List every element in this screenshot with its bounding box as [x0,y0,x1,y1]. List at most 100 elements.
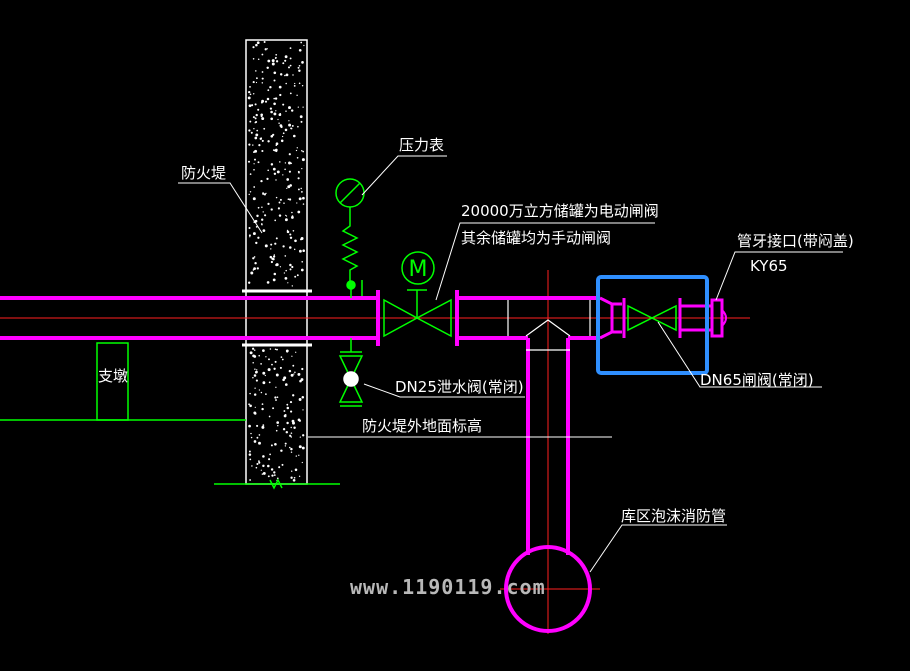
hatch-speck [302,203,305,205]
hatch-speck [269,453,271,456]
hatch-speck [249,191,252,193]
hatch-speck [251,347,255,350]
hatch-speck [278,466,281,469]
hatch-speck [270,260,274,264]
hatch-speck [296,94,298,97]
hatch-speck [252,81,255,84]
hatch-speck [275,399,277,401]
hatch-speck [288,106,291,110]
hatch-speck [274,396,277,399]
hatch-speck [302,249,305,252]
hatch-speck [253,440,257,443]
hatch-speck [248,453,252,456]
hatch-speck [302,409,304,411]
hatch-speck [257,236,260,239]
hatch-speck [265,356,267,358]
hatch-speck [253,163,255,165]
hatch-speck [290,127,292,130]
hatch-speck [274,97,278,100]
hatch-speck [287,198,290,201]
hatch-speck [293,84,296,87]
hatch-speck [261,71,264,73]
hatch-speck [248,193,250,196]
hatch-speck [251,104,254,107]
hatch-speck [280,449,283,452]
hatch-speck [275,386,277,388]
hatch-speck [249,351,253,355]
hatch-speck [301,461,303,464]
hatch-speck [254,117,257,120]
hatch-speck [285,73,289,77]
hatch-speck [279,124,283,127]
hatch-speck [288,153,291,156]
hatch-speck [294,371,296,374]
hatch-speck [273,367,276,370]
hatch-speck [270,163,274,166]
hatch-speck [266,48,268,50]
hatch-speck [272,167,276,171]
hatch-speck [284,55,288,59]
hatch-speck [290,432,293,434]
hatch-speck [249,93,252,96]
hatch-speck [268,415,271,418]
hatch-speck [255,113,258,117]
hatch-speck [262,424,265,426]
hatch-speck [275,429,278,432]
motor-symbol: M [409,257,428,282]
hatch-speck [284,255,287,257]
hatch-speck [301,167,303,170]
hatch-speck [254,158,256,161]
hatch-speck [289,246,292,249]
hatch-speck [256,267,259,270]
hatch-speck [279,266,282,268]
hatch-speck [270,208,273,211]
hatch-speck [291,124,294,127]
hatch-speck [289,57,292,60]
hatch-speck [289,434,292,437]
hatch-speck [258,354,260,357]
hatch-speck [250,131,253,134]
hatch-speck [256,77,258,80]
hatch-speck [284,59,287,62]
hatch-speck [274,219,277,222]
hatch-speck [292,478,296,482]
hatch-speck [293,426,296,430]
hatch-speck [254,406,256,408]
label-support: 支墩 [98,367,128,385]
hatch-speck [280,139,284,143]
hatch-speck [275,149,278,153]
hatch-speck [279,93,282,97]
hatch-speck [292,394,295,397]
hatch-speck [291,265,294,269]
hatch-speck [278,85,282,89]
hatch-speck [267,59,271,63]
hatch-speck [262,193,264,196]
hatch-speck [295,455,297,457]
hatch-speck [249,458,252,461]
hatch-speck [252,93,255,95]
hatch-speck [266,177,269,181]
hatch-speck [289,64,292,67]
hatch-speck [297,177,300,180]
hatch-speck [298,475,301,477]
hatch-speck [282,174,284,176]
hatch-speck [279,73,283,76]
hatch-speck [284,214,287,216]
hatch-speck [255,70,257,72]
label-pipe-thread: 管牙接口(带闷盖) [737,232,854,250]
hatch-speck [261,53,264,56]
hatch-speck [270,248,272,250]
hatch-speck [285,430,289,434]
hatch-speck [270,468,274,471]
hatch-speck [256,214,259,218]
hatch-speck [298,48,302,52]
hatch-speck [292,229,295,232]
hatch-speck [275,53,278,56]
hatch-speck [300,268,304,272]
hatch-speck [264,214,267,217]
hatch-speck [303,44,305,47]
hatch-speck [262,349,265,352]
hatch-speck [268,358,270,361]
watermark: www.1190119.com [350,575,546,599]
hatch-speck [274,242,277,245]
